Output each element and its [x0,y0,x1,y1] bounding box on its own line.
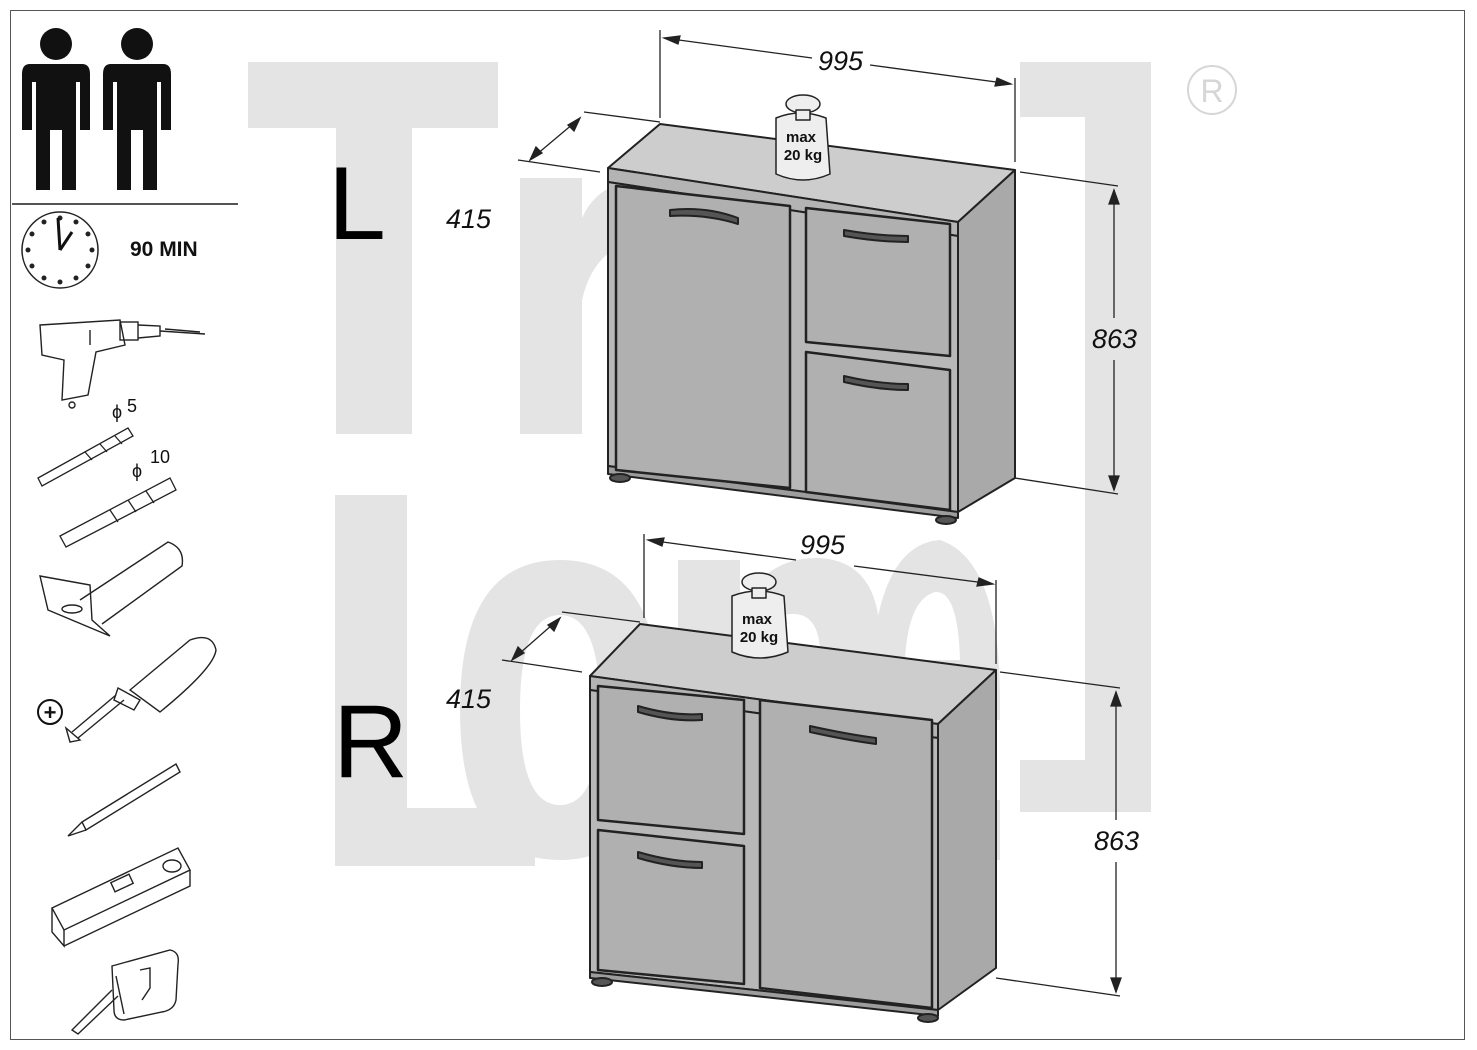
depth-label-right: 415 [446,684,492,714]
tape-measure-icon [70,949,180,1035]
width-label-right: 995 [800,530,846,560]
sidebar-divider [12,203,238,205]
hammer-icon [39,541,184,637]
cabinet-left [607,94,1016,525]
depth-label-left: 415 [446,204,492,234]
two-persons-icon [22,28,171,190]
load-weight-right: 20 kg [740,629,778,646]
phillips-symbol-icon [37,699,63,725]
drill-bit-large-size: 10 [150,447,170,467]
spirit-level-icon [51,847,191,948]
drill-bit-small-size: 5 [127,396,137,416]
cabinet-right [589,572,997,1023]
screwdriver-type: + [44,700,57,725]
pencil-icon [67,763,181,837]
drill-bit-small-icon [37,427,134,487]
screwdriver-icon [64,636,217,743]
load-max-right: max [742,611,773,628]
variant-label-left: L [328,146,386,262]
drill-bit-large-symbol: ϕ [132,461,142,481]
dimension-lines-right [501,534,1122,997]
page-frame [10,10,1465,1040]
dimension-lines-left [517,30,1120,495]
registered-mark: R [1200,73,1223,109]
height-label-left: 863 [1092,324,1138,354]
height-label-right: 863 [1094,826,1140,856]
drill-icon [39,319,206,409]
drill-bit-small-symbol: ϕ [112,402,122,422]
drill-bit-large-icon [59,477,177,548]
assembly-time: 90 MIN [130,238,198,261]
width-label-left: 995 [818,46,864,76]
load-max-left: max [786,129,817,146]
load-weight-left: 20 kg [784,147,822,164]
variant-label-right: R [333,684,409,800]
clock-icon [21,211,99,289]
